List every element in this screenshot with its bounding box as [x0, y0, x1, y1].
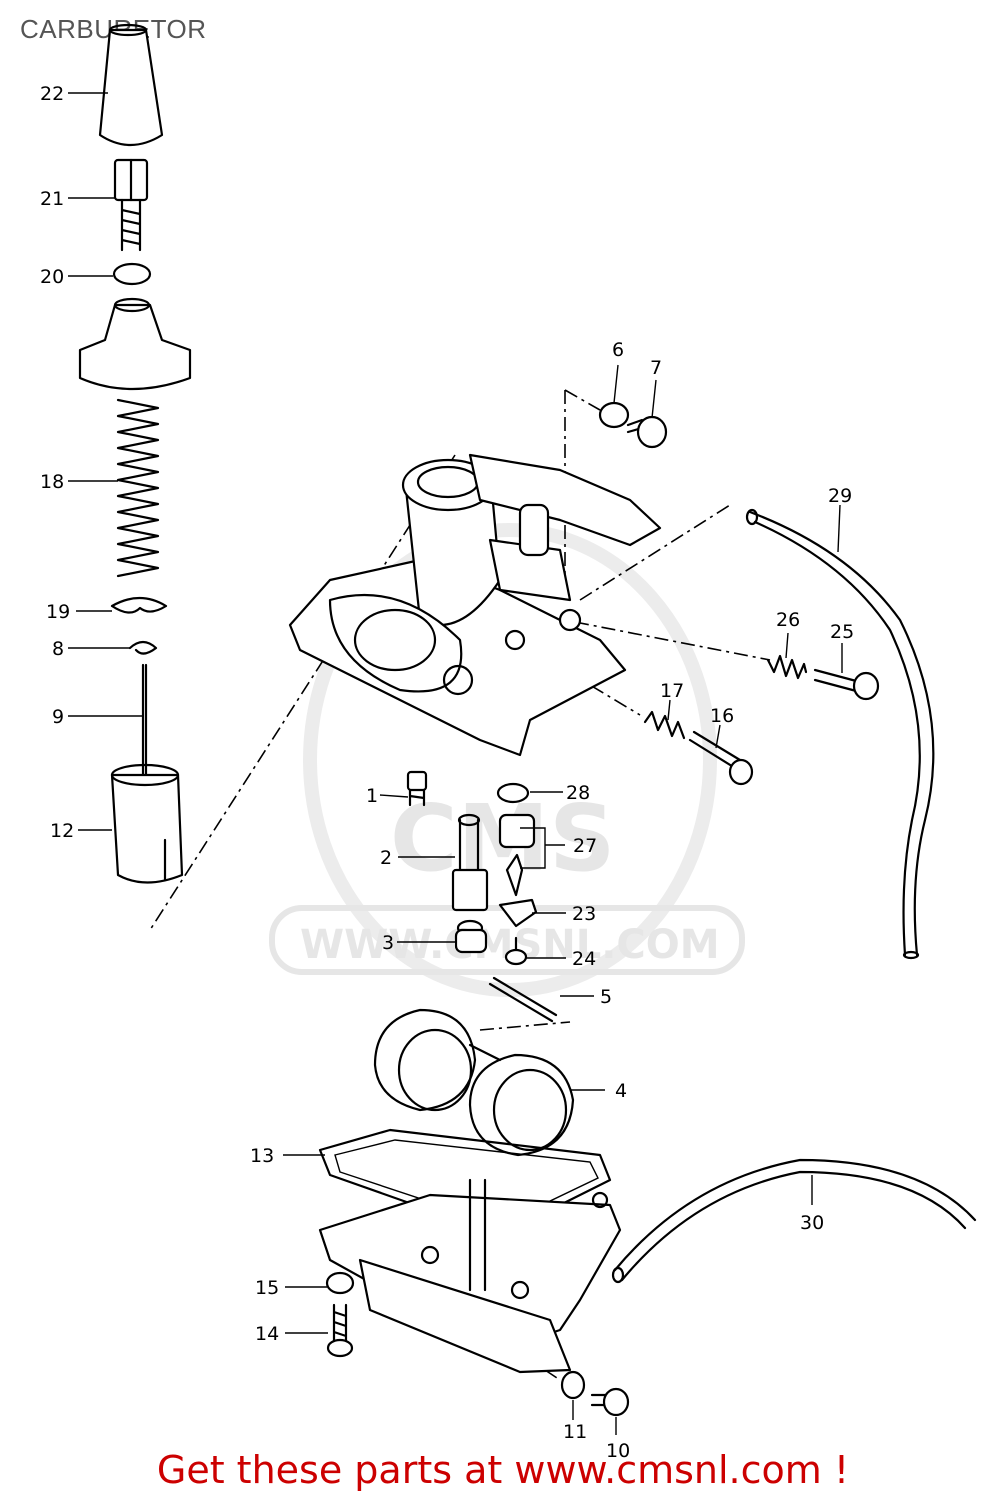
- callout-19: 19: [46, 601, 70, 623]
- callout-26: 26: [776, 609, 800, 631]
- mixing-chamber-top: [78, 297, 192, 391]
- callout-18: 18: [40, 471, 64, 493]
- holder-screw: [504, 936, 528, 966]
- callout-9: 9: [52, 706, 64, 728]
- float-valve: [498, 813, 536, 897]
- callout-7: 7: [650, 357, 662, 379]
- float-chamber: [318, 1178, 622, 1374]
- throttle-stop-spring: [643, 710, 686, 740]
- jet-needle: [141, 663, 148, 792]
- callout-27: 27: [573, 835, 597, 857]
- callout-12: 12: [50, 820, 74, 842]
- callout-30: 30: [800, 1212, 824, 1234]
- cable-adjuster: [113, 158, 149, 252]
- float-pin-holder: [498, 898, 538, 928]
- callout-16: 16: [710, 705, 734, 727]
- callout-25: 25: [830, 621, 854, 643]
- pilot-screw-spring: [766, 654, 808, 680]
- drain-washer: [560, 1370, 586, 1400]
- needle-clip: [128, 640, 158, 655]
- carburetor-body: [288, 453, 662, 757]
- callout-4: 4: [615, 1080, 627, 1102]
- callout-5: 5: [600, 986, 612, 1008]
- drain-screw: [590, 1387, 630, 1417]
- pilot-jet: [406, 770, 428, 807]
- callout-28: 28: [566, 782, 590, 804]
- callout-13: 13: [250, 1145, 274, 1167]
- throttle-spring: [116, 398, 160, 578]
- float-pin: [488, 976, 558, 1023]
- callout-2: 2: [380, 847, 392, 869]
- throttle-stop-screw: [688, 730, 754, 786]
- float-chamber-gasket: [318, 1128, 612, 1237]
- callout-6: 6: [612, 339, 624, 361]
- needle-jet: [451, 813, 489, 912]
- callout-15: 15: [255, 1277, 279, 1299]
- callout-1: 1: [366, 785, 378, 807]
- callout-17: 17: [660, 680, 684, 702]
- callout-3: 3: [382, 932, 394, 954]
- rubber-cap: [98, 23, 164, 146]
- washer: [598, 401, 630, 429]
- float: [373, 1008, 575, 1157]
- callout-11: 11: [563, 1421, 587, 1443]
- footer-link[interactable]: Get these parts at www.cmsnl.com !: [156, 1448, 850, 1492]
- callout-29: 29: [828, 485, 852, 507]
- overflow-tube: [745, 508, 935, 960]
- callout-21: 21: [40, 188, 64, 210]
- callout-10: 10: [606, 1440, 630, 1462]
- callout-24: 24: [572, 948, 596, 970]
- lock-nut: [112, 262, 152, 286]
- needle-clip-plate: [110, 596, 168, 614]
- callout-23: 23: [572, 903, 596, 925]
- pilot-air-screw: [813, 668, 880, 701]
- callout-20: 20: [40, 266, 64, 288]
- callout-8: 8: [52, 638, 64, 660]
- callout-labels: 22 21 20 18 19 8 9 12 6 7 29 26 25 17 16…: [40, 83, 854, 1462]
- gasket-washer: [496, 782, 530, 804]
- chamber-screw: [326, 1303, 354, 1358]
- watermark: CMS WWW.CMSNL.COM: [269, 523, 745, 997]
- leader-lines: [68, 92, 843, 1435]
- main-jet: [454, 919, 488, 954]
- chamber-washer: [325, 1271, 355, 1295]
- screw: [626, 415, 668, 449]
- throttle-valve: [110, 763, 184, 884]
- drain-tube: [611, 1158, 977, 1284]
- callout-22: 22: [40, 83, 64, 105]
- callout-14: 14: [255, 1323, 279, 1345]
